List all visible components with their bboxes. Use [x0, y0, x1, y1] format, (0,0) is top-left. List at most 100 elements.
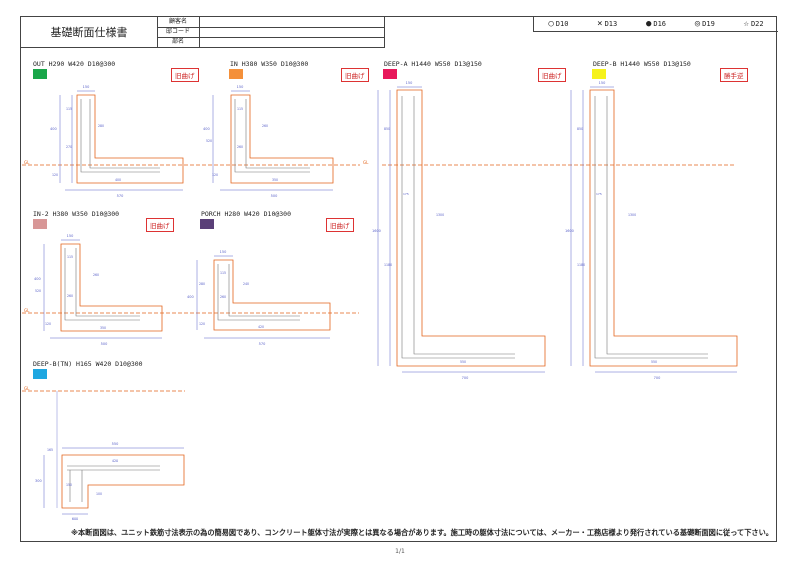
- ground-label: GL: [24, 308, 30, 313]
- concrete-outline: [589, 89, 738, 367]
- dimension-label: 570: [259, 342, 266, 346]
- cross-icon: ×: [597, 19, 603, 29]
- dimension-label: 115: [237, 107, 243, 111]
- section-drawing-out: 150 400 115 270 120 280 400 570: [50, 85, 184, 198]
- dimension-label: 700: [654, 376, 661, 380]
- dimension-label: 120: [212, 173, 218, 177]
- section-drawing-in-2: 150 400 520 115 260 120 260 350 500: [34, 234, 163, 346]
- dimension-label: 120: [45, 322, 51, 326]
- legend-label: D16: [653, 20, 667, 28]
- dimension-label: 175: [403, 192, 409, 196]
- dimension-label: 500: [271, 194, 278, 198]
- dimension-label: 600: [72, 517, 78, 521]
- dimension-label: 240: [243, 282, 249, 286]
- document-title-text: 基礎断面仕様書: [50, 26, 128, 39]
- dimension-label: 280: [199, 282, 205, 286]
- section-title-deep-a: DEEP-A H1440 W550 D13@150: [384, 60, 482, 68]
- dimension-label: 570: [117, 194, 124, 198]
- section-drawing-deep-b-tn: 550 420 300 165 150 100 600: [35, 391, 185, 521]
- dimension-label: 120: [52, 173, 58, 177]
- dimension-label: 850: [384, 127, 390, 131]
- dimension-label: 850: [577, 127, 583, 131]
- section-title-deep-b-tn: DEEP-B(TN) H165 W420 D10@300: [33, 360, 143, 368]
- dimension-label: 520: [35, 289, 41, 293]
- customer-name-field[interactable]: [199, 17, 385, 28]
- section-swatch-deep-a: [383, 69, 397, 79]
- customer-name-label: 顧客名: [157, 17, 200, 28]
- dimension-label: 100: [96, 492, 102, 496]
- dimension-label: 1600: [372, 229, 381, 233]
- rebar-line: [64, 248, 140, 321]
- legend-item: ◎D19: [695, 19, 715, 29]
- section-tag-porch: 旧曲げ: [326, 218, 354, 232]
- legend-label: D13: [604, 20, 618, 28]
- dimension-label: 550: [460, 360, 466, 364]
- dimension-label: 1180: [577, 263, 585, 267]
- concrete-outline: [213, 259, 331, 331]
- rebar-line: [594, 96, 708, 359]
- section-drawing-porch: 150 400 280 115 260 120 240 420 570: [187, 250, 331, 346]
- section-drawing-deep-b: 150 1600 850 1180 1300 175 550 700: [565, 81, 738, 380]
- dimension-label: 115: [67, 255, 73, 259]
- dimension-label: 150: [599, 81, 606, 85]
- dimension-label: 150: [237, 85, 244, 89]
- dimension-label: 500: [101, 342, 108, 346]
- dimension-label: 120: [199, 322, 205, 326]
- dimension-label: 150: [406, 81, 413, 85]
- document-title: 基礎断面仕様書: [21, 17, 158, 48]
- dimension-label: 700: [462, 376, 469, 380]
- dimension-label: 150: [83, 85, 90, 89]
- section-swatch-porch: [200, 219, 214, 229]
- dimension-label: 260: [237, 145, 243, 149]
- section-tag-out: 旧曲げ: [171, 68, 199, 82]
- dimension-label: 150: [220, 250, 227, 254]
- dimension-label: 350: [272, 178, 278, 182]
- rebar-line: [67, 465, 160, 502]
- dimension-label: 260: [67, 294, 73, 298]
- dimension-label: 280: [98, 124, 104, 128]
- dimension-label: 175: [596, 192, 602, 196]
- dimension-label: 115: [220, 271, 226, 275]
- rebar-line: [217, 264, 300, 321]
- ground-label: GL: [24, 386, 30, 391]
- section-swatch-deep-b: [592, 69, 606, 79]
- legend-item: ×D13: [597, 19, 617, 29]
- department-field[interactable]: [199, 37, 385, 48]
- dimension-label: 1300: [628, 213, 636, 217]
- dimension-label: 420: [258, 325, 264, 329]
- section-title-porch: PORCH H280 W420 D10@300: [201, 210, 292, 218]
- legend-label: D19: [702, 20, 715, 28]
- section-tag-in-2: 旧曲げ: [146, 218, 174, 232]
- legend-item: ●D16: [646, 19, 666, 29]
- section-title-deep-b: DEEP-B H1440 W550 D13@150: [593, 60, 691, 68]
- section-title-out: OUT H290 W420 D10@300: [33, 60, 116, 68]
- dimension-label: 350: [100, 326, 106, 330]
- dimension-label: 400: [203, 127, 210, 131]
- legend-label: D10: [555, 20, 569, 28]
- section-tag-in: 旧曲げ: [341, 68, 369, 82]
- section-swatch-in: [229, 69, 243, 79]
- dimension-label: 400: [50, 127, 57, 131]
- legend-item: ○D10: [548, 19, 568, 29]
- concrete-outline: [396, 89, 546, 367]
- legend-label: D22: [750, 20, 764, 28]
- rebar-legend: ○D10 ×D13 ●D16 ◎D19 ☆D22: [533, 17, 778, 32]
- dimension-label: 520: [206, 139, 212, 143]
- dimension-label: 1600: [565, 229, 574, 233]
- ground-label: GL: [363, 160, 369, 165]
- dimension-label: 1300: [436, 213, 444, 217]
- dimension-label: 260: [93, 273, 99, 277]
- dimension-label: 150: [66, 483, 72, 487]
- section-tag-deep-b: 勝手逆: [720, 68, 748, 82]
- dimension-label: 165: [47, 448, 53, 452]
- dimension-label: 400: [34, 277, 41, 281]
- concrete-outline: [76, 94, 184, 184]
- house-code-field[interactable]: [199, 27, 385, 38]
- concrete-outline: [60, 243, 163, 332]
- section-drawing-deep-a: 150 1600 850 1180 1300 175 550 700: [372, 81, 546, 380]
- dimension-label: 400: [187, 295, 194, 299]
- dimension-label: 400: [115, 178, 121, 182]
- legend-item: ☆D22: [744, 19, 764, 29]
